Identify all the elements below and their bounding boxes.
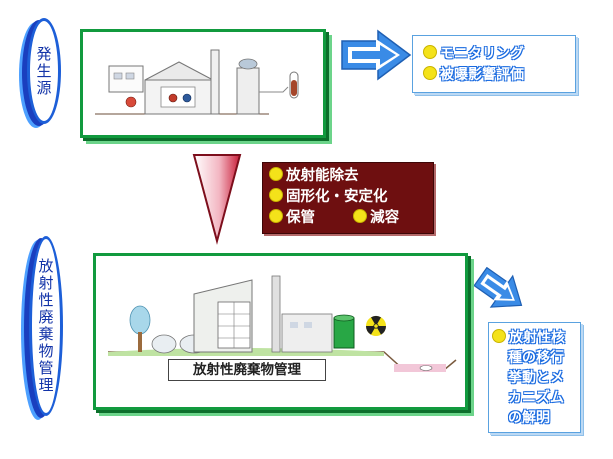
process-line-storage: 保管 減容 bbox=[269, 209, 399, 228]
bullet-icon bbox=[353, 209, 368, 223]
monitoring-item: モニタリング bbox=[423, 43, 524, 63]
radiation-icon bbox=[366, 316, 386, 336]
migration-box: 放射性核 種の移行 挙動とメ カニズム の解明 bbox=[488, 322, 581, 433]
facility-caption: 放射性廃棄物管理 bbox=[168, 359, 326, 381]
source-label: 発生源 bbox=[36, 44, 52, 97]
double-arrow-right-icon bbox=[341, 29, 412, 81]
bullet-icon bbox=[269, 167, 283, 181]
bullet-icon bbox=[423, 66, 437, 80]
migration-line: 放射性核 bbox=[492, 327, 578, 347]
process-line-solidification: 固形化・安定化 bbox=[269, 188, 388, 207]
plant-illustration bbox=[95, 49, 299, 115]
migration-line: 種の移行 bbox=[508, 350, 564, 366]
process-box: 放射能除去 固形化・安定化 保管 減容 bbox=[262, 162, 434, 234]
migration-line: 挙動とメ bbox=[508, 370, 564, 386]
process-line-removal: 放射能除去 bbox=[269, 167, 359, 186]
monitoring-box: モニタリング 被曝影響評価 bbox=[412, 35, 576, 93]
migration-line: カニズム bbox=[508, 390, 564, 406]
bullet-icon bbox=[423, 45, 437, 59]
migration-line: の解明 bbox=[508, 410, 550, 426]
triangle-down-arrow-icon bbox=[192, 154, 242, 245]
source-label-pill: 発生源 bbox=[27, 18, 61, 124]
double-arrow-down-right-icon bbox=[474, 266, 523, 308]
source-plant-frame bbox=[80, 29, 326, 138]
exposure-assessment-item: 被曝影響評価 bbox=[423, 64, 524, 84]
bullet-icon bbox=[492, 329, 506, 343]
management-label-pill: 放射性廃棄物管理 bbox=[29, 236, 63, 416]
bullet-icon bbox=[269, 209, 283, 223]
bullet-icon bbox=[269, 188, 283, 202]
facility-frame bbox=[93, 253, 468, 410]
management-label: 放射性廃棄物管理 bbox=[38, 257, 54, 394]
facility-illustration bbox=[108, 275, 457, 372]
